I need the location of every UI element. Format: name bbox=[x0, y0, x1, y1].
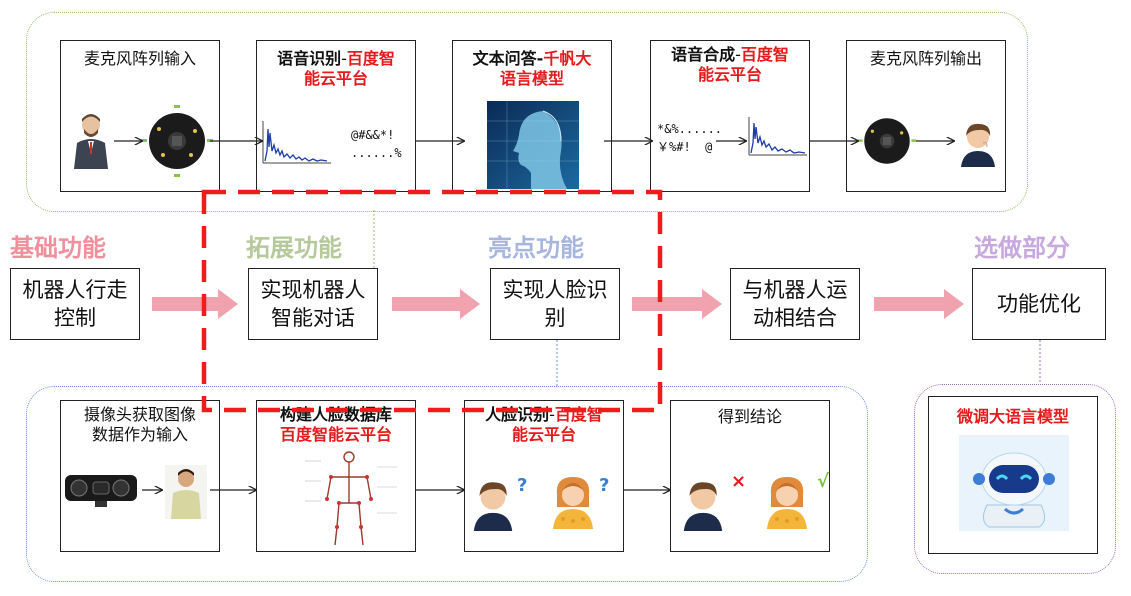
woman-face-icon bbox=[553, 477, 593, 529]
garbled-text-4: ￥%#! @ bbox=[657, 140, 713, 154]
conclusion-box: 得到结论 × √ bbox=[670, 400, 830, 552]
walk-control-box: 机器人行走控制 bbox=[10, 268, 140, 340]
text-qa-title: 文本问答 bbox=[472, 49, 537, 68]
motion-combine-box: 与机器人运动相结合 bbox=[730, 268, 860, 340]
llm-finetune-box: 微调大语言模型 bbox=[928, 396, 1098, 554]
mic-input-box: 麦克风阵列输入 bbox=[60, 40, 220, 192]
skeleton-diagram-icon bbox=[305, 451, 397, 546]
listener-person-icon bbox=[961, 123, 995, 167]
conclusion-title: 得到结论 bbox=[717, 407, 782, 426]
optional-group bbox=[914, 384, 1116, 574]
category-optional: 选做部分 bbox=[974, 234, 1070, 262]
pink-arrow-2 bbox=[392, 289, 480, 319]
camera-input-box: 摄像头获取图像 数据作为输入 bbox=[60, 400, 220, 552]
mic-array-board-icon bbox=[141, 105, 213, 177]
camera-input-title: 摄像头获取图像 bbox=[83, 405, 196, 424]
ai-head-image-icon bbox=[487, 101, 579, 189]
garbled-text-3: *&%...... bbox=[657, 122, 723, 136]
check-mark: √ bbox=[817, 471, 830, 492]
garbled-text-1: @#&&*! bbox=[351, 128, 395, 142]
man-face-icon bbox=[473, 482, 513, 531]
person-photo-icon bbox=[165, 465, 207, 519]
robot-icon bbox=[959, 435, 1069, 531]
woman-face-icon-2 bbox=[767, 477, 807, 529]
waveform-icon-2 bbox=[748, 117, 807, 156]
pink-arrow-4 bbox=[874, 289, 964, 319]
speaker-person-icon bbox=[74, 114, 108, 169]
pink-arrow-3 bbox=[632, 289, 722, 319]
garbled-text-2: ......% bbox=[351, 146, 402, 160]
speech-pipeline-group bbox=[26, 12, 1028, 212]
face-recognition-step-box: 人脸识别-百度智 能云平台 ? ? bbox=[464, 400, 624, 552]
mic-output-box: 麦克风阵列输出 bbox=[846, 40, 1006, 192]
face-recognition-box: 实现人脸识别 bbox=[490, 268, 620, 340]
category-basic: 基础功能 bbox=[10, 234, 106, 262]
cross-mark: × bbox=[731, 471, 747, 492]
mic-input-title: 麦克风阵列输入 bbox=[83, 49, 196, 68]
optimization-box: 功能优化 bbox=[972, 268, 1106, 340]
man-face-icon-2 bbox=[683, 482, 723, 531]
camera-icon bbox=[65, 475, 137, 507]
category-highlight: 亮点功能 bbox=[488, 234, 584, 262]
speech-recognition-title: 语音识别 bbox=[277, 49, 342, 68]
dialog-box: 实现机器人智能对话 bbox=[248, 268, 378, 340]
mic-output-title: 麦克风阵列输出 bbox=[869, 49, 982, 68]
face-pipeline-group bbox=[26, 386, 868, 582]
category-extended: 拓展功能 bbox=[246, 234, 342, 262]
pink-arrow-1 bbox=[152, 289, 238, 319]
question-mark-2: ? bbox=[599, 475, 610, 496]
speech-synthesis-title: 语音合成 bbox=[671, 45, 736, 64]
question-mark-1: ? bbox=[517, 475, 528, 496]
waveform-icon bbox=[262, 121, 331, 164]
speech-recognition-box: 语音识别-百度智 能云平台 @#&&*! ......% bbox=[256, 40, 416, 192]
speech-synthesis-box: 语音合成-百度智 能云平台 *&%...... ￥%#! @ bbox=[650, 40, 810, 192]
llm-finetune-title: 微调大语言模型 bbox=[956, 407, 1069, 426]
mic-array-board-icon-2 bbox=[857, 118, 917, 164]
